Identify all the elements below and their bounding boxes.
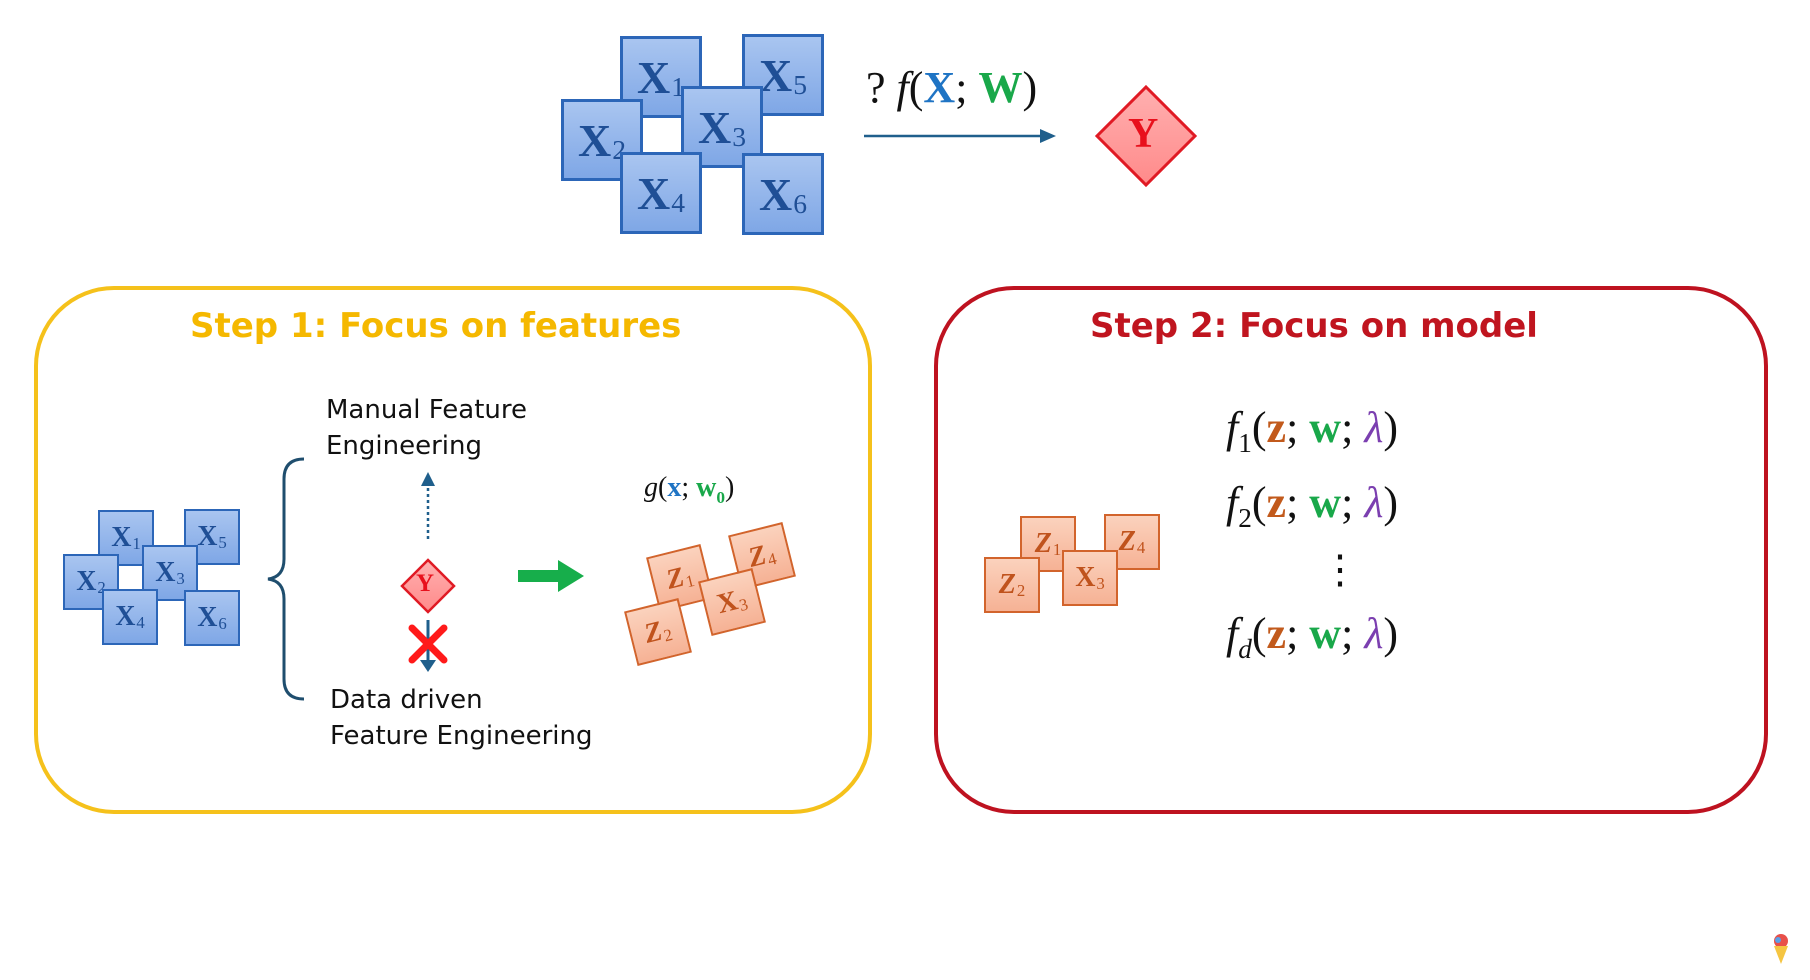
dotted-up-arrow [421,472,435,540]
corner-logo-icon [1774,934,1788,964]
mapping-function-label: ? f(X; W) [866,63,1038,112]
curly-brace-icon [267,457,305,701]
model-f2: f2(z; w; λ) [1226,478,1399,534]
step2-title: Step 2: Focus on model [1090,306,1538,346]
vertical-ellipsis: ⋮ [1320,547,1360,592]
mapping-arrow [864,129,1056,143]
target-diamond-small [400,558,456,614]
g-transform-label: g(x; w0) [644,472,735,507]
target-label-small: Y [416,570,435,597]
green-arrow-icon [518,560,584,592]
target-diamond [1094,84,1198,188]
model-f1: f1(z; w; λ) [1226,403,1399,459]
model-fd: fd(z; w; λ) [1226,609,1399,665]
data-driven-feature-engineering-label: Data driven Feature Engineering [330,685,593,751]
step1-title: Step 1: Focus on features [190,306,682,346]
manual-feature-engineering-label: Manual Feature Engineering [326,395,527,461]
target-label: Y [1128,111,1159,157]
blocked-down-arrow-icon [408,620,448,672]
